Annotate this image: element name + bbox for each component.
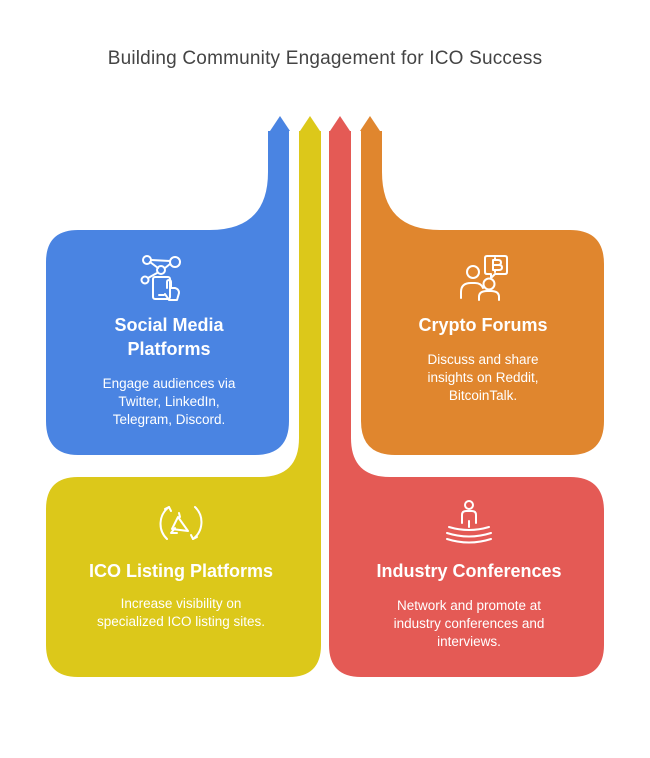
- industry-conferences-title: Industry Conferences: [376, 561, 562, 581]
- diagram-title: Building Community Engagement for ICO Su…: [107, 48, 543, 69]
- crypto-forums-desc-line-1: Discuss and share: [427, 352, 539, 367]
- blue-card-shape: [46, 131, 289, 455]
- industry-conferences-description: Network and promote at industry conferen…: [344, 597, 594, 651]
- crypto-forums-title: Crypto Forums: [418, 315, 548, 335]
- blue-arrow-head: [270, 116, 290, 131]
- social-media-card: Social Media Platforms Engage audiences …: [56, 313, 282, 429]
- social-media-desc-line-3: Telegram, Discord.: [112, 412, 226, 427]
- social-media-desc-line-2: Twitter, LinkedIn,: [118, 394, 220, 409]
- industry-conferences-desc-line-1: Network and promote at: [396, 598, 542, 613]
- speaker-podium-icon: [446, 500, 492, 544]
- social-network-phone-icon: [140, 255, 181, 301]
- crypto-forums-desc-line-3: BitcoinTalk.: [448, 388, 518, 403]
- rotating-megaphone-icon: [159, 506, 203, 540]
- ico-listing-description: Increase visibility on specialized ICO l…: [56, 595, 306, 631]
- social-media-description: Engage audiences via Twitter, LinkedIn, …: [56, 375, 282, 429]
- red-card-shape: [329, 131, 604, 677]
- industry-conferences-desc-line-3: interviews.: [437, 634, 501, 649]
- crypto-forums-description: Discuss and share insights on Reddit, Bi…: [370, 351, 596, 405]
- yellow-arrow-head: [300, 116, 320, 131]
- red-arrow-head: [330, 116, 350, 131]
- social-media-desc-line-1: Engage audiences via: [102, 376, 236, 391]
- social-media-title: Social Media Platforms: [56, 313, 282, 361]
- orange-card-shape: [361, 131, 604, 455]
- yellow-card-shape: [46, 131, 321, 677]
- ico-listing-card: ICO Listing Platforms Increase visibilit…: [56, 559, 306, 631]
- crypto-forums-desc-line-2: insights on Reddit,: [427, 370, 539, 385]
- ico-listing-title: ICO Listing Platforms: [88, 561, 274, 581]
- industry-conferences-desc-line-2: industry conferences and: [393, 616, 545, 631]
- orange-arrow-head: [360, 116, 380, 131]
- ico-listing-desc-line-1: Increase visibility on: [120, 596, 242, 611]
- crypto-forums-card: Crypto Forums Discuss and share insights…: [370, 313, 596, 405]
- industry-conferences-card: Industry Conferences Network and promote…: [344, 559, 594, 651]
- social-media-title-line-1: Social Media: [114, 315, 224, 335]
- ico-listing-desc-line-2: specialized ICO listing sites.: [96, 614, 266, 629]
- bitcoin-discussion-icon: [460, 255, 508, 301]
- social-media-title-line-2: Platforms: [127, 339, 211, 359]
